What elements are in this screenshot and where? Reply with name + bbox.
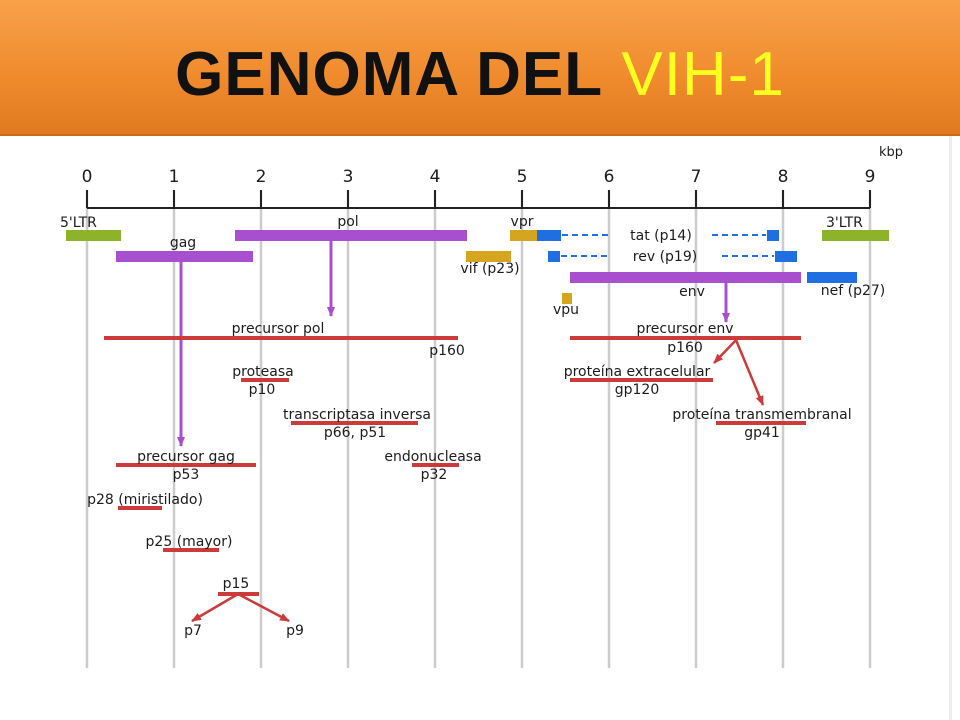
tat-exon1-bar [537, 230, 561, 241]
env-label: env [679, 284, 705, 300]
protein-labels: precursor pol p160 proteasa p10 transcri… [87, 321, 852, 639]
nef-label: nef (p27) [821, 283, 886, 299]
axis-tick-label: 0 [82, 167, 93, 187]
gene-bars [66, 230, 889, 304]
gene-arrows [177, 241, 730, 447]
ltr3-bar [822, 230, 889, 241]
gp41-label: gp41 [744, 425, 780, 441]
p25-label: p25 (mayor) [146, 534, 233, 550]
endonucleasa-label: endonucleasa [384, 449, 481, 465]
title-colored-text: VIH-1 [621, 40, 785, 109]
axis-tick-label: 8 [778, 167, 789, 187]
env-bar [570, 272, 801, 283]
p66-p51-label: p66, p51 [324, 425, 386, 441]
vpr-label: vpr [511, 214, 534, 230]
ltr5-label: 5'LTR [60, 215, 97, 231]
rev-exon2-bar [775, 251, 797, 262]
nef-bar [807, 272, 857, 283]
vpu-bar [562, 293, 572, 304]
gag-label: gag [170, 235, 196, 251]
axis-tick-label: 9 [865, 167, 876, 187]
p15-to-p7-arrow [191, 592, 239, 623]
p160-env-label: p160 [667, 340, 703, 356]
transmembranal-label: proteína transmembranal [672, 407, 851, 423]
env-to-gp120-arrow [713, 339, 737, 364]
p32-label: p32 [421, 467, 448, 483]
cleavage-arrows [191, 339, 765, 623]
vif-label: vif (p23) [460, 261, 519, 277]
p10-label: p10 [249, 382, 276, 398]
rev-exon1-bar [548, 251, 560, 262]
slide-title: GENOMA DEL VIH-1 [0, 38, 960, 112]
axis-tick-label: 3 [343, 167, 354, 187]
tat-label: tat (p14) [630, 228, 692, 244]
extracelular-label: proteína extracelular [564, 364, 711, 380]
p160-pol-label: p160 [429, 343, 465, 359]
axis-tick-label: 4 [430, 167, 441, 187]
slide-edge-line [949, 136, 952, 720]
rev-label: rev (p19) [633, 249, 697, 265]
pol-label: pol [337, 214, 358, 230]
vif-bar [466, 251, 511, 262]
p28-label: p28 (miristilado) [87, 492, 203, 508]
protein-bars [104, 336, 806, 596]
kbp-axis: 0 1 2 3 4 5 6 7 8 9 kbp [82, 145, 903, 209]
precursor-gag-label: precursor gag [137, 449, 235, 465]
p53-label: p53 [173, 467, 200, 483]
ltr3-label: 3'LTR [826, 215, 863, 231]
title-banner [0, 0, 960, 136]
axis-unit-label: kbp [879, 145, 903, 160]
axis-tick-label: 2 [256, 167, 267, 187]
title-bold-text: GENOMA DEL [175, 40, 604, 109]
pol-bar [235, 230, 467, 241]
axis-tick-label: 7 [691, 167, 702, 187]
env-to-gp41-arrow [734, 339, 765, 406]
vpr-bar [510, 230, 538, 241]
gene-labels: 5'LTR 3'LTR pol gag vpr vif (p23) tat (p… [60, 214, 885, 318]
axis-tick-label: 6 [604, 167, 615, 187]
grid-lines [85, 190, 872, 668]
gag-bar [116, 251, 253, 262]
vpu-label: vpu [553, 302, 579, 318]
p7-label: p7 [184, 623, 202, 639]
axis-tick-label: 1 [169, 167, 180, 187]
gp120-label: gp120 [615, 382, 660, 398]
axis-tick-label: 5 [517, 167, 528, 187]
ltr5-bar [66, 230, 121, 241]
p15-label: p15 [223, 576, 250, 592]
p9-label: p9 [286, 623, 304, 639]
transcriptasa-label: transcriptasa inversa [283, 407, 431, 423]
precursor-env-label: precursor env [636, 321, 733, 337]
precursor-pol-label: precursor pol [232, 321, 325, 337]
p15-to-p9-arrow [237, 592, 290, 623]
tat-exon2-bar [767, 230, 779, 241]
proteasa-label: proteasa [232, 364, 293, 380]
